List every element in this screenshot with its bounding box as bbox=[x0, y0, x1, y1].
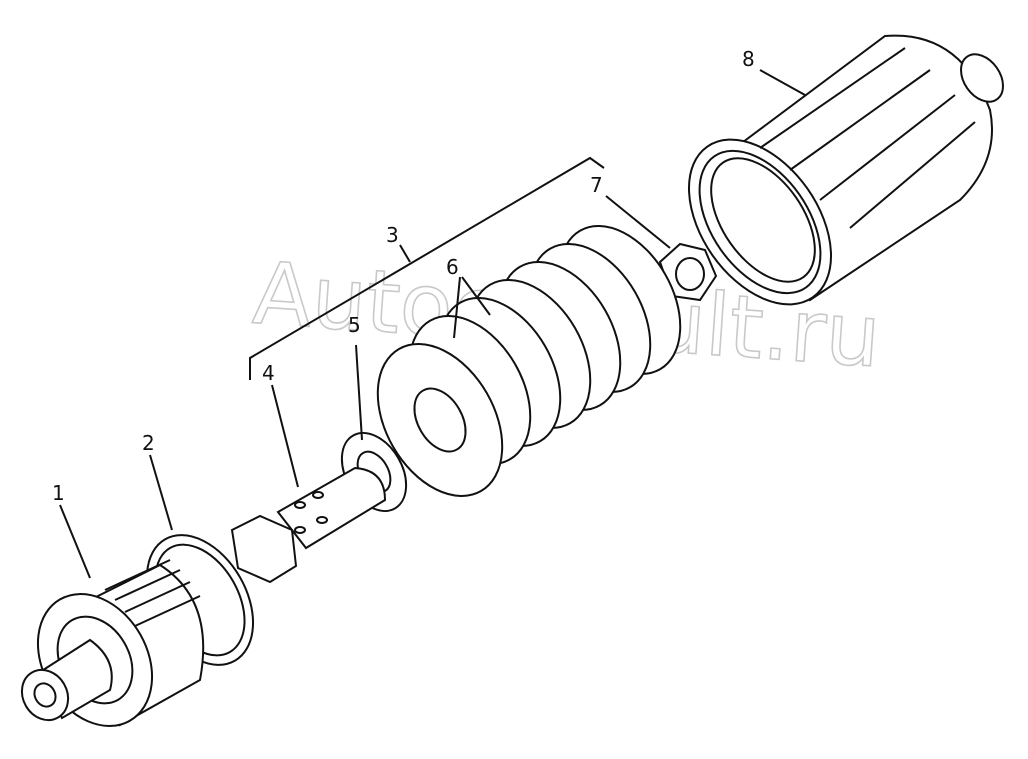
part-8-housing bbox=[687, 34, 1004, 306]
part-1-cap bbox=[20, 559, 205, 727]
callout-7: 7 bbox=[590, 173, 603, 197]
callouts: 1 2 3 4 5 6 7 8 bbox=[52, 47, 755, 505]
callout-2: 2 bbox=[142, 431, 155, 455]
callout-5: 5 bbox=[348, 313, 361, 337]
callout-6: 6 bbox=[446, 255, 459, 279]
leader-lines bbox=[59, 69, 806, 579]
callout-1: 1 bbox=[52, 481, 65, 505]
part-4-bolt bbox=[230, 466, 387, 584]
part-6-filter-element bbox=[376, 225, 682, 497]
callout-8: 8 bbox=[742, 47, 755, 71]
callout-4: 4 bbox=[262, 361, 275, 385]
callout-3: 3 bbox=[386, 223, 399, 247]
